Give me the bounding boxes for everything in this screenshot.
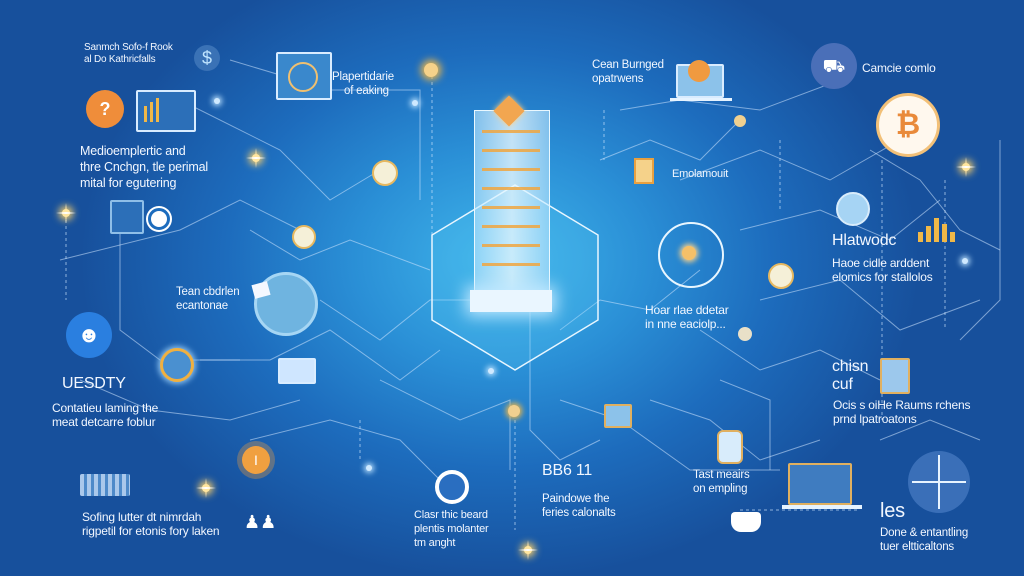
label-text: rigpetil for etonis fory laken xyxy=(82,524,220,538)
label-top-left: Sanmch Sofo-f Rook al Do Kathricfalls xyxy=(84,42,173,66)
glass-tower-icon xyxy=(466,95,556,320)
badge-circle-icon xyxy=(372,160,398,186)
node-dot xyxy=(962,258,968,264)
label-top-center-right: Cean Burnged opatrwens xyxy=(592,58,664,86)
label-bottom-center-title: BB6 11 xyxy=(542,462,593,479)
mascot-circle-icon: ☻ xyxy=(66,312,112,358)
qr-panel-icon xyxy=(110,200,144,234)
label-text: thre Cnchgn, tle perimal xyxy=(80,160,208,174)
monitor-illustration-icon xyxy=(276,52,332,100)
spark-icon xyxy=(956,157,976,177)
label-center-right: Hoar rlae ddetar in nne eaciolp... xyxy=(645,303,729,331)
label-text: of eaking xyxy=(344,85,389,97)
lamp-icon xyxy=(634,158,654,184)
target-icon xyxy=(148,208,170,230)
panel-icon xyxy=(278,358,316,384)
label-text: tm anght xyxy=(414,537,456,549)
label-text: Cean Burnged xyxy=(592,59,664,71)
laptop-badge-icon xyxy=(670,60,732,102)
label-text: ecantonae xyxy=(176,300,228,312)
label-text: Hoar rlae ddetar xyxy=(645,303,729,317)
label-text: Ocis s oiHe Raums rchens xyxy=(833,398,971,412)
bitcoin-circle-icon: ₿ xyxy=(876,93,940,157)
orbit-ring-icon xyxy=(658,222,724,288)
label-left-team: Tean cbdrlen ecantonae xyxy=(176,285,240,313)
label-text: opatrwens xyxy=(592,73,644,85)
label-right-mid-title: chisn cuf xyxy=(832,358,869,394)
dollar-coin-icon: $ xyxy=(194,45,220,71)
spark-icon xyxy=(196,478,216,498)
ship-icon xyxy=(731,512,761,532)
globe-circle-icon xyxy=(435,470,469,504)
label-text: Haoe cidle arddent xyxy=(832,256,930,270)
label-text: Clasr thic beard xyxy=(414,509,488,521)
qr-block-icon xyxy=(80,474,130,496)
node-dot xyxy=(412,100,418,106)
label-text: in nne eaciolp... xyxy=(645,317,726,331)
label-text: Sofing lutter dt nimrdah xyxy=(82,510,202,524)
label-right-chart: Haoe cidle arddent elomics for stallolos xyxy=(832,256,933,284)
database-jar-icon xyxy=(717,430,743,464)
sun-gear-icon xyxy=(424,63,438,77)
coin-icon: I xyxy=(242,446,270,474)
label-text: chisn xyxy=(832,358,869,375)
window-hex-icon xyxy=(604,404,632,428)
gear-node-icon xyxy=(734,115,746,127)
question-badge-icon: ? xyxy=(86,90,124,128)
label-text: prnd lpatroatons xyxy=(833,412,917,426)
label-text: on empling xyxy=(693,483,748,495)
bar-chart-icon xyxy=(918,218,958,242)
badge-circle-icon xyxy=(768,263,794,289)
label-left-mid: Medioemplertic and thre Cnchgn, tle peri… xyxy=(80,143,208,191)
label-right-mid: Ocis s oiHe Raums rchens prnd lpatroaton… xyxy=(833,398,970,426)
panel-card-icon xyxy=(880,358,910,394)
label-bottom-left: Sofing lutter dt nimrdah rigpetil for et… xyxy=(82,510,220,538)
label-text: Done & entantling xyxy=(880,527,969,539)
label-left-brand-title: UESDTY xyxy=(62,375,126,392)
node-dot xyxy=(488,368,494,374)
node-dot xyxy=(214,98,220,104)
people-group-icon: ♟♟ xyxy=(244,512,277,532)
spark-icon xyxy=(56,203,76,223)
label-text: plentis molanter xyxy=(414,523,489,535)
label-text: feries calonalts xyxy=(542,507,616,519)
label-text: mital for egutering xyxy=(80,176,177,190)
notebook-circle-icon xyxy=(836,192,870,226)
label-bottom-center: Paindowe the feries calonalts xyxy=(542,492,616,520)
laptop-icon xyxy=(782,463,862,513)
label-left-brand: Contatieu laming the meat detcarre foblu… xyxy=(52,401,158,429)
spark-icon xyxy=(246,148,266,168)
label-text: Plapertidarie xyxy=(332,71,394,83)
label-bottom-right: Done & entantling tuer eltticaltons xyxy=(880,526,968,554)
label-top-right: Camcie comlo xyxy=(862,61,936,75)
label-text: Contatieu laming the xyxy=(52,401,159,415)
label-text: cuf xyxy=(832,376,853,393)
label-text: elomics for stallolos xyxy=(832,270,933,284)
sunburst-circle-icon xyxy=(160,348,194,382)
label-text: al Do Kathricfalls xyxy=(84,54,156,65)
label-text: Tast meairs xyxy=(693,469,750,481)
truck-circle-icon: ⛟ xyxy=(811,43,857,89)
label-text: Sanmch Sofo-f Rook xyxy=(84,42,173,53)
label-right-chart-title: Hlatwodc xyxy=(832,232,897,249)
label-bottom-right-center: Tast meairs on empling xyxy=(693,468,750,496)
gear-node-icon xyxy=(738,327,752,341)
waveform-circle-icon xyxy=(908,451,970,513)
label-bottom-right-title: les xyxy=(880,500,905,522)
label-text: Tean cbdrlen xyxy=(176,286,240,298)
gear-node-icon xyxy=(508,405,520,417)
spark-icon xyxy=(518,540,538,560)
label-text: tuer eltticaltons xyxy=(880,541,954,553)
label-text: Paindowe the xyxy=(542,493,610,505)
label-center-right-small: Emolamouit xyxy=(672,168,729,180)
label-bottom-center-left: Clasr thic beard plentis molanter tm ang… xyxy=(414,508,489,550)
label-text: meat detcarre foblur xyxy=(52,415,156,429)
label-text: Medioemplertic and xyxy=(80,144,186,158)
label-top-center-left: Plapertidarie of eaking xyxy=(332,70,394,98)
node-dot xyxy=(366,465,372,471)
chart-window-icon xyxy=(136,90,196,132)
badge-circle-icon xyxy=(292,225,316,249)
document-circle-icon xyxy=(251,272,318,336)
